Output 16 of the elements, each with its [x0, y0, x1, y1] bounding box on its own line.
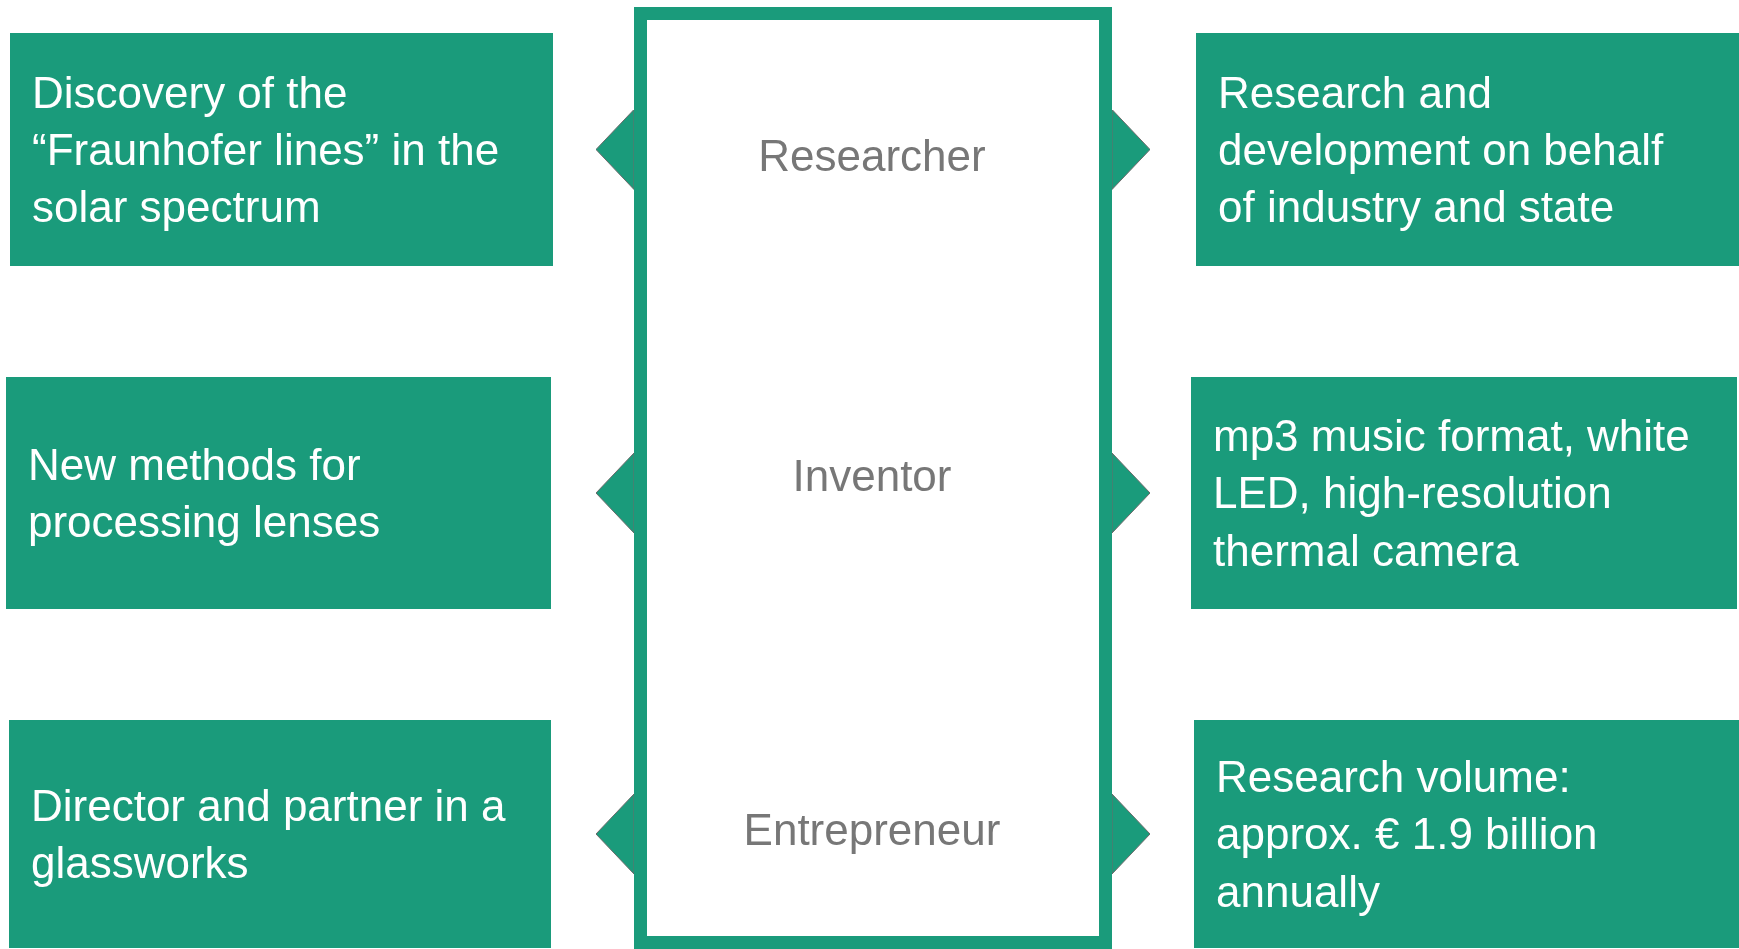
frame-box [634, 7, 1112, 949]
pointer-arrow [595, 793, 635, 875]
info-box: New methods for processing lenses [6, 377, 551, 609]
role-label: Inventor [707, 443, 1037, 509]
info-box: Research volume: approx. € 1.9 billion annually [1194, 720, 1739, 948]
pointer-arrow [1111, 793, 1151, 875]
role-label: Researcher [707, 123, 1037, 189]
pointer-arrow [1111, 109, 1151, 190]
pointer-arrow [595, 109, 635, 190]
pointer-arrow [595, 452, 635, 534]
pointer-arrow [1111, 452, 1151, 534]
info-box: Research and development on behalf of industry and state [1196, 33, 1739, 266]
info-box: Discovery of the “Fraunhofer lines” in the solar spectrum [10, 33, 553, 266]
info-box: mp3 music format, white LED, high-resolution thermal camera [1191, 377, 1737, 609]
role-label: Entrepreneur [687, 797, 1057, 863]
info-box: Director and partner in a glassworks [9, 720, 551, 948]
